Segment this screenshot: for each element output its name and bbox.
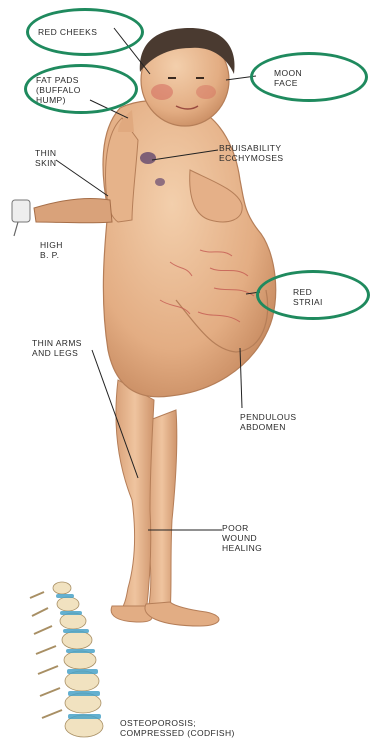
label-osteoporosis: OSTEOPOROSIS; COMPRESSED (CODFISH) <box>120 718 235 738</box>
label-pendulous-abdomen: PENDULOUS ABDOMEN <box>240 412 297 432</box>
highlight-ring-red-cheeks <box>26 8 144 56</box>
label-high-bp: HIGH B. P. <box>40 240 63 260</box>
spine-illustration <box>30 582 103 737</box>
label-thin-arms-legs: THIN ARMS AND LEGS <box>32 338 82 358</box>
sphygmomanometer-icon <box>12 198 112 236</box>
label-thin-skin: THIN SKIN <box>35 148 56 168</box>
label-bruisability: BRUISABILITY ECCHYMOSES <box>219 143 283 163</box>
highlight-ring-moon-face <box>250 52 368 102</box>
highlight-ring-fat-pads <box>24 64 138 114</box>
label-poor-wound-healing: POOR WOUND HEALING <box>222 523 262 553</box>
highlight-ring-red-striae <box>256 270 370 320</box>
